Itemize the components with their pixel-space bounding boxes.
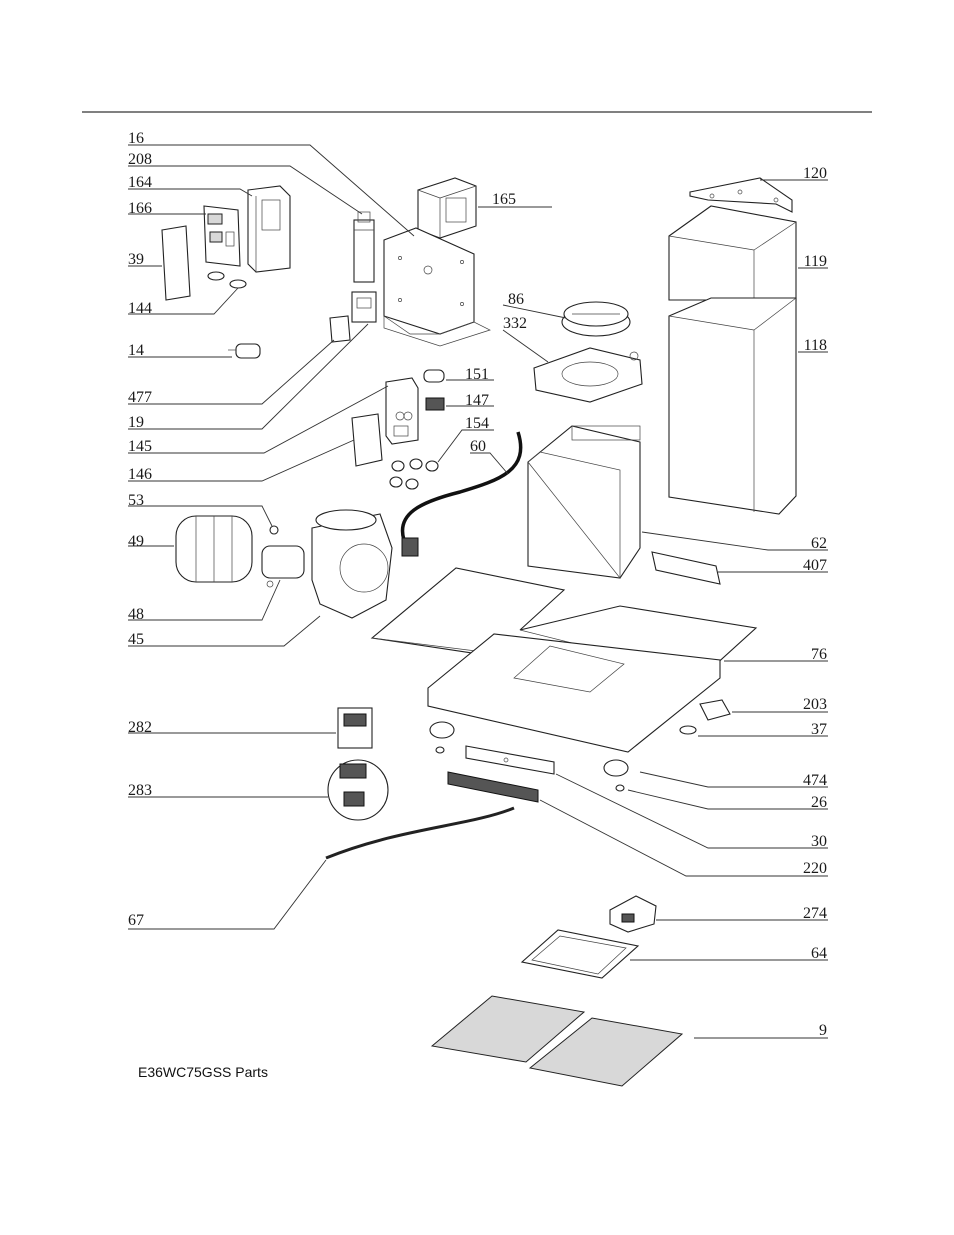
part-146-drawing — [352, 414, 382, 466]
label-144: 144 — [128, 300, 152, 317]
label-154: 154 — [465, 415, 489, 432]
leader-332 — [503, 330, 548, 362]
part-151-drawing — [424, 370, 444, 382]
label-16: 16 — [128, 130, 144, 147]
label-48: 48 — [128, 606, 144, 623]
label-165: 165 — [492, 191, 516, 208]
label-146: 146 — [128, 466, 152, 483]
part-332-drawing — [534, 348, 642, 402]
label-283: 283 — [128, 782, 152, 799]
part-166-drawing — [204, 206, 240, 266]
label-86: 86 — [508, 291, 524, 308]
part-118-drawing — [669, 298, 796, 514]
label-274: 274 — [803, 905, 827, 922]
part-19-drawing — [352, 292, 376, 322]
part-labels-left: 16 208 164 166 39 144 14 477 19 145 146 … — [128, 130, 152, 929]
leader-26 — [628, 790, 828, 809]
part-208-drawing — [354, 212, 374, 282]
leader-30 — [556, 774, 828, 848]
part-86-drawing — [562, 302, 630, 336]
part-154-drawing — [390, 459, 438, 489]
label-62: 62 — [811, 535, 827, 552]
part-274-drawing — [610, 896, 656, 932]
leader-62 — [642, 532, 828, 550]
label-332: 332 — [503, 315, 527, 332]
part-39-drawing — [162, 226, 190, 300]
label-282: 282 — [128, 719, 152, 736]
label-53: 53 — [128, 492, 144, 509]
part-9-drawing — [432, 996, 682, 1086]
label-477: 477 — [128, 389, 152, 406]
label-208: 208 — [128, 151, 152, 168]
part-407-drawing — [652, 552, 720, 584]
part-labels-center: 165 86 332 151 147 154 60 — [465, 191, 527, 455]
leader-474 — [640, 772, 828, 787]
part-144-drawing — [208, 272, 246, 288]
label-147: 147 — [465, 392, 489, 409]
label-76: 76 — [811, 646, 827, 663]
part-282-drawing — [338, 708, 372, 748]
part-labels-right: 120 119 118 62 407 76 203 37 474 26 30 2… — [803, 165, 827, 1039]
label-474: 474 — [803, 772, 827, 789]
leader-45 — [128, 616, 320, 646]
part-203-drawing — [700, 700, 730, 720]
part-283-drawing — [328, 760, 388, 820]
label-118: 118 — [804, 337, 827, 354]
leader-220 — [540, 800, 828, 876]
label-407: 407 — [803, 557, 827, 574]
part-120-drawing — [690, 178, 792, 212]
part-14-drawing — [228, 344, 260, 358]
label-120: 120 — [803, 165, 827, 182]
part-45-drawing — [312, 510, 392, 618]
label-166: 166 — [128, 200, 152, 217]
part-165-drawing — [418, 178, 476, 238]
part-53-drawing — [270, 526, 278, 534]
label-14: 14 — [128, 342, 144, 359]
part-220-drawing — [448, 772, 538, 802]
part-16-drawing — [384, 228, 490, 346]
leader-67 — [128, 860, 326, 929]
part-30-drawing — [466, 746, 554, 774]
label-203: 203 — [803, 696, 827, 713]
label-64: 64 — [811, 945, 827, 962]
label-37: 37 — [811, 721, 827, 738]
leader-208 — [128, 166, 362, 214]
label-220: 220 — [803, 860, 827, 877]
label-30: 30 — [811, 833, 827, 850]
label-45: 45 — [128, 631, 144, 648]
part-64-drawing — [522, 930, 638, 978]
leader-145 — [128, 386, 388, 453]
leader-477 — [128, 340, 334, 404]
label-26: 26 — [811, 794, 827, 811]
label-9: 9 — [819, 1022, 827, 1039]
part-60-drawing — [402, 432, 521, 556]
diagram-caption: E36WC75GSS Parts — [138, 1064, 268, 1080]
label-164: 164 — [128, 174, 152, 191]
part-477-drawing — [330, 316, 350, 342]
part-49-drawing — [176, 516, 252, 582]
leader-146 — [128, 440, 354, 481]
part-164-drawing — [248, 186, 290, 272]
label-49: 49 — [128, 533, 144, 550]
leader-48 — [128, 580, 280, 620]
part-147-drawing — [426, 398, 444, 410]
part-48-drawing — [262, 546, 304, 587]
label-67: 67 — [128, 912, 144, 929]
label-151: 151 — [465, 366, 489, 383]
label-60: 60 — [470, 438, 486, 455]
label-19: 19 — [128, 414, 144, 431]
label-39: 39 — [128, 251, 144, 268]
part-145-drawing — [386, 378, 418, 444]
leader-60 — [470, 453, 508, 474]
label-119: 119 — [804, 253, 827, 270]
part-37-drawing — [680, 726, 696, 734]
part-62-drawing — [528, 426, 640, 578]
label-145: 145 — [128, 438, 152, 455]
